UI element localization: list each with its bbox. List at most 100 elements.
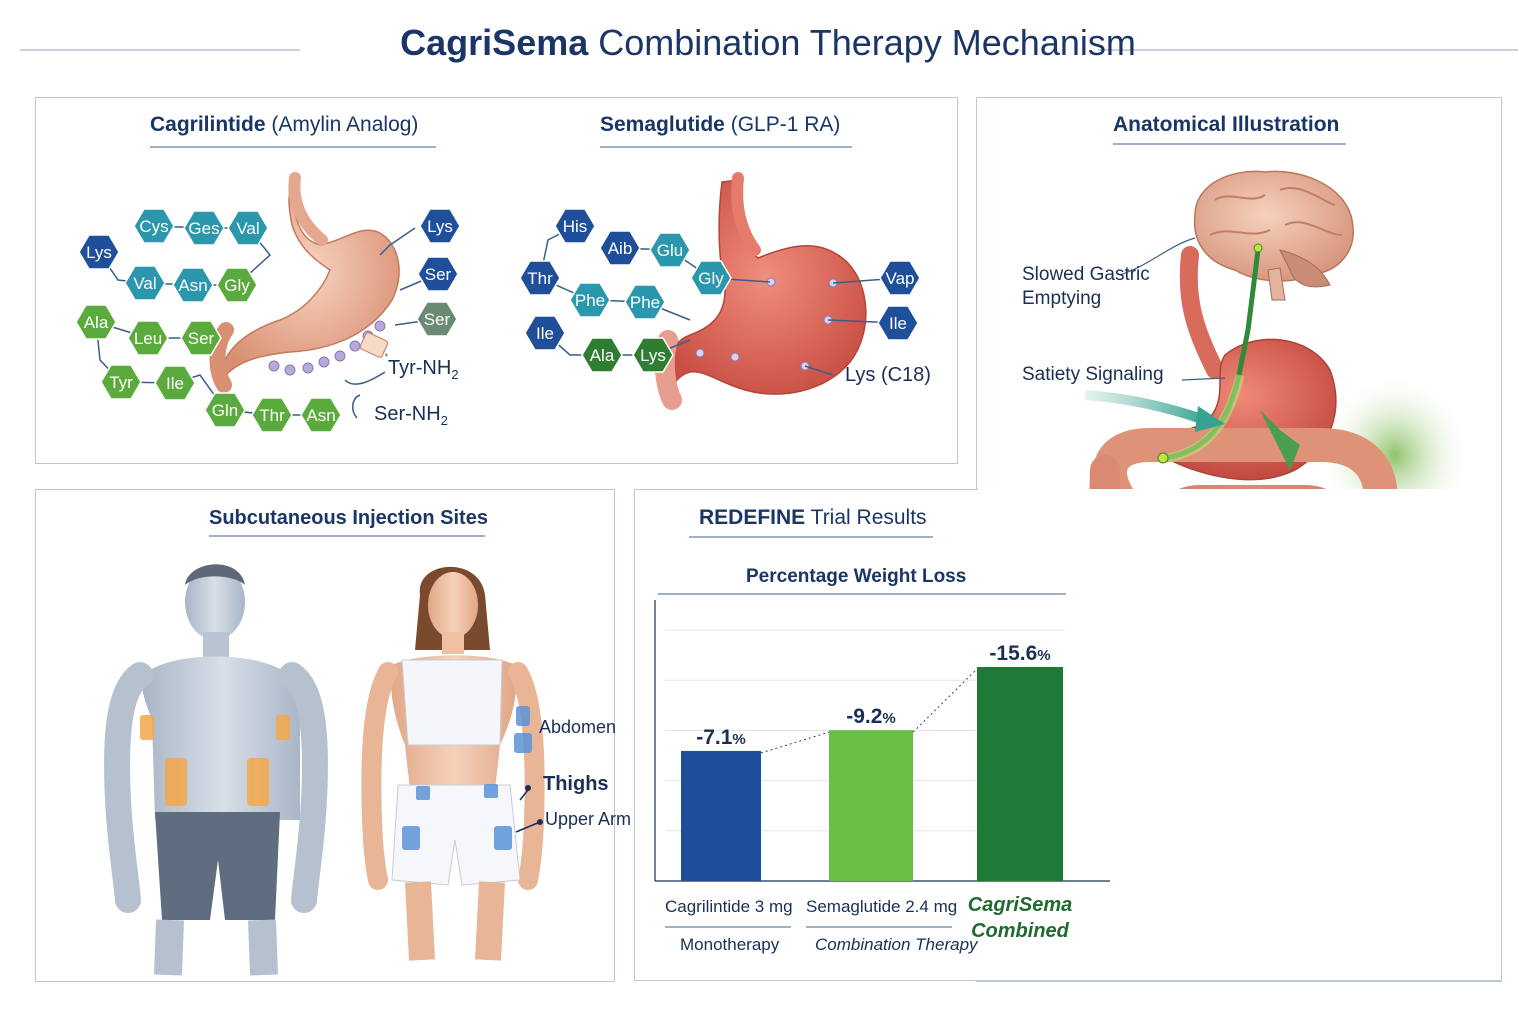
cat-rule-1: [806, 926, 952, 928]
sema-residue-label-3: Thr: [527, 269, 553, 288]
sema-residue-7: Ile: [524, 315, 566, 351]
bar-value-label-1: -9.2%: [846, 705, 896, 728]
cagri-residue-label-3: Lys: [86, 243, 112, 262]
cagri-residue-11: Ile: [154, 365, 196, 401]
bar-value-label-2: -15.6%: [989, 642, 1050, 665]
cagri-residue-12: Gln: [204, 392, 246, 428]
cagri-residue-label-14: Asn: [306, 406, 335, 425]
trial-title: REDEFINE Trial Results: [699, 506, 927, 529]
cagri-residue-17: Ser: [416, 301, 458, 337]
satiety-arrow-icon: [1260, 410, 1300, 470]
ser-nh2-label: Ser-NH2: [374, 403, 448, 428]
sema-residue-label-8: Ala: [590, 346, 615, 365]
trial-panel: [634, 489, 1501, 981]
sema-residue-label-10: Vap: [886, 269, 915, 288]
trial-panel-frame: [634, 489, 978, 981]
cagri-residue-16: Ser: [417, 256, 459, 292]
cagri-residue-label-4: Val: [133, 274, 156, 293]
injection-figures: [104, 564, 545, 976]
bar-2: [977, 666, 1063, 881]
sema-residue-0: His: [554, 208, 596, 244]
tyr-nh2-label: Tyr-NH2: [388, 357, 459, 382]
sema-residue-5: Phe: [569, 282, 611, 318]
cagri-residue-label-2: Val: [236, 219, 259, 238]
cat-sublabel-1: Combination Therapy: [815, 935, 978, 954]
title-rule-left: [20, 49, 300, 51]
cagri-residue-label-10: Tyr: [109, 373, 133, 392]
cagri-residue-15: Lys: [419, 208, 461, 244]
sema-residue-1: Aib: [599, 230, 641, 266]
cagri-residue-6: Gly: [216, 267, 258, 303]
chart-title-underline: [658, 593, 1066, 595]
cagri-residue-9: Ser: [180, 320, 222, 356]
cagri-residue-label-5: Asn: [178, 276, 207, 295]
title-rule-right: [1098, 49, 1518, 51]
title-bold: CagriSema: [400, 22, 589, 63]
cagri-residue-0: Cys: [133, 208, 175, 244]
cat-label-0: Cagrilintide 3 mg: [665, 897, 793, 916]
cagri-residue-label-1: Ges: [188, 219, 219, 238]
site-upper-arm-label: Upper Arm: [545, 809, 632, 829]
cat-rule-0: [665, 926, 791, 928]
female-figure: [361, 566, 545, 961]
cagri-residue-5: Asn: [172, 267, 214, 303]
anatomy-title-underline: [1113, 143, 1346, 145]
cagri-residue-label-7: Ala: [84, 313, 109, 332]
weight-loss-chart: -7.1%-9.2%-15.6%: [654, 600, 1110, 882]
satiety-label: Satiety Signaling: [1022, 364, 1164, 385]
cagri-residue-3: Lys: [78, 234, 120, 270]
sema-residue-label-6: Phe: [630, 293, 660, 312]
cagri-residue-8: Leu: [127, 320, 169, 356]
brain-icon: [1193, 170, 1354, 301]
injection-title: Subcutaneous Injection Sites: [209, 507, 488, 529]
cagri-residue-label-15: Lys: [427, 217, 453, 236]
sema-residue-label-0: His: [563, 217, 588, 236]
trial-title-underline: [689, 536, 933, 538]
sema-residue-9: Lys: [632, 337, 674, 373]
cagri-residue-label-8: Leu: [134, 329, 162, 348]
cagri-residue-label-16: Ser: [425, 265, 452, 284]
sema-residue-label-5: Phe: [575, 291, 605, 310]
cagri-residue-label-12: Gln: [212, 401, 238, 420]
sema-residue-4: Gly: [690, 260, 732, 296]
cagri-residue-4: Val: [124, 265, 166, 301]
cagri-residue-14: Asn: [300, 397, 342, 433]
sema-residue-8: Ala: [581, 337, 623, 373]
sema-residue-10: Vap: [879, 260, 921, 296]
page-title: CagriSema Combination Therapy Mechanism: [0, 22, 1536, 64]
sema-residue-label-4: Gly: [698, 269, 724, 288]
sema-residue-3: Thr: [519, 260, 561, 296]
title-rest: Combination Therapy Mechanism: [588, 22, 1136, 63]
cagri-residue-label-6: Gly: [224, 276, 250, 295]
site-abdomen-label: Abdomen: [539, 717, 617, 737]
sema-residue-2: Glu: [649, 232, 691, 268]
sema-residue-label-2: Glu: [657, 241, 683, 260]
cagri-residue-10: Tyr: [100, 364, 142, 400]
sema-stomach: [654, 172, 867, 410]
trend-connector-0: [760, 731, 830, 754]
cagri-title-underline: [150, 146, 436, 148]
cagri-residue-label-11: Ile: [166, 374, 184, 393]
trend-connector-1: [912, 668, 978, 733]
sema-residue-label-7: Ile: [536, 324, 554, 343]
cagri-residue-label-17: Ser: [424, 310, 451, 329]
sema-title-underline: [600, 146, 852, 148]
sema-residue-label-1: Aib: [608, 239, 633, 258]
sema-residue-label-9: Lys: [640, 346, 666, 365]
cagri-title: Cagrilintide (Amylin Analog): [150, 113, 419, 136]
cagri-residue-13: Thr: [251, 397, 293, 433]
esophagus: [1179, 246, 1224, 379]
lys-c18-label: Lys (C18): [845, 364, 931, 386]
signal-arrow-icon: [1084, 390, 1207, 425]
cagri-residue-7: Ala: [75, 304, 117, 340]
injection-title-underline: [209, 535, 485, 537]
cagri-residue-label-13: Thr: [259, 406, 285, 425]
cat-sublabel-0: Monotherapy: [680, 935, 780, 954]
anatomy-title: Anatomical Illustration: [1113, 113, 1340, 136]
cagri-residue-2: Val: [227, 210, 269, 246]
male-figure: [104, 564, 328, 976]
cat-label-2: CagriSema Combined: [967, 894, 1073, 942]
sema-residue-label-11: Ile: [889, 314, 907, 333]
